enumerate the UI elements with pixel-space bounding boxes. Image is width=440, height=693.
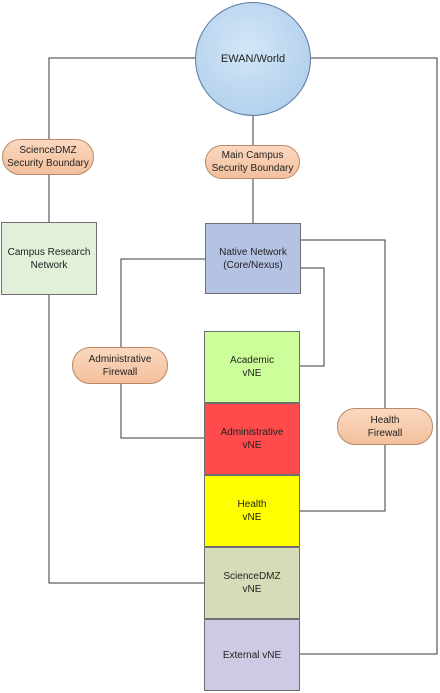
sciencedmz-security-boundary-label: ScienceDMZ Security Boundary xyxy=(7,145,89,169)
native-network-node[interactable]: Native Network (Core/Nexus) xyxy=(205,223,301,294)
wire-world-to-external xyxy=(300,57,438,655)
health-vne-node[interactable]: Health vNE xyxy=(204,475,300,547)
native-network-label: Native Network (Core/Nexus) xyxy=(219,246,287,271)
academic-vne-label: Academic vNE xyxy=(230,355,274,379)
main-campus-security-boundary-label: Main Campus Security Boundary xyxy=(211,150,294,174)
administrative-firewall[interactable]: Administrative Firewall xyxy=(72,347,168,384)
administrative-vne-label: Administrative vNE xyxy=(220,427,284,451)
ewan-world-label: EWAN/World xyxy=(220,52,286,65)
administrative-firewall-label: Administrative Firewall xyxy=(88,353,152,378)
sciencedmz-vne-label: ScienceDMZ vNE xyxy=(223,571,281,595)
health-firewall-label: Health Firewall xyxy=(367,414,403,439)
health-vne-label: Health vNE xyxy=(237,499,267,523)
wire-research-to-sciencedmz xyxy=(48,295,204,584)
campus-research-network-node[interactable]: Campus Research Network xyxy=(1,222,97,295)
administrative-vne-node[interactable]: Administrative vNE xyxy=(204,403,300,475)
wire-native-to-health xyxy=(300,239,386,512)
sciencedmz-security-boundary[interactable]: ScienceDMZ Security Boundary xyxy=(2,139,94,175)
ewan-world-node[interactable]: EWAN/World xyxy=(195,2,311,116)
wire-native-to-admin xyxy=(120,258,205,439)
health-firewall[interactable]: Health Firewall xyxy=(337,408,433,445)
external-vne-label: External vNE xyxy=(222,649,282,661)
sciencedmz-vne-node[interactable]: ScienceDMZ vNE xyxy=(204,547,300,619)
wire-world-to-research xyxy=(48,57,196,222)
wire-native-to-academic xyxy=(280,267,325,367)
main-campus-security-boundary[interactable]: Main Campus Security Boundary xyxy=(205,145,300,179)
campus-research-network-label: Campus Research Network xyxy=(7,246,91,271)
academic-vne-node[interactable]: Academic vNE xyxy=(204,331,300,403)
external-vne-node[interactable]: External vNE xyxy=(204,619,300,691)
